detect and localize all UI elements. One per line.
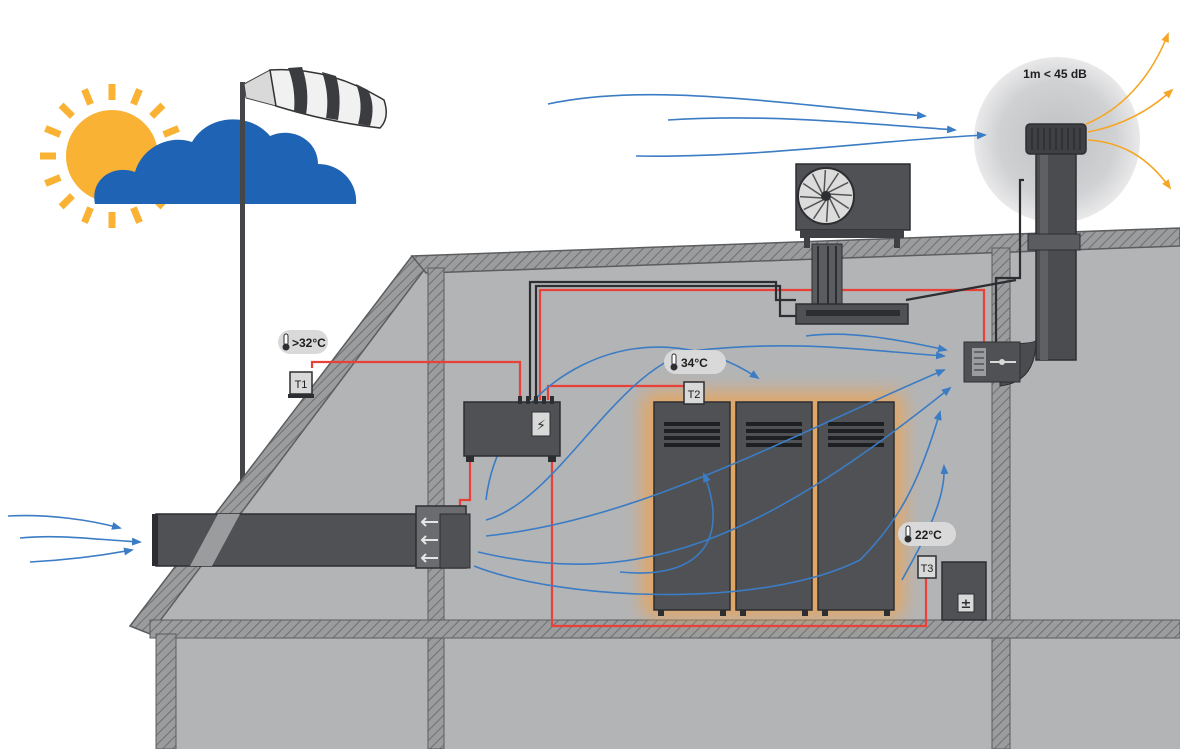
thermometer-icon: [904, 525, 912, 543]
floor-slab: [149, 619, 1180, 639]
sensor-t2-tag: T2: [688, 389, 701, 401]
sensor-t3-tag: T3: [921, 563, 934, 575]
server-racks: [653, 401, 895, 616]
power-unit-symbol: ±: [961, 597, 972, 612]
sensor-t1-temperature: >32°C: [292, 336, 326, 350]
sensor-t1-tag: T1: [295, 379, 308, 391]
wall-right: [991, 247, 1011, 749]
noise-zone-label: 1m < 45 dB: [1023, 67, 1087, 81]
control-box: ⚡: [463, 396, 561, 462]
lower-room-left: [176, 638, 428, 749]
windsock-icon: [240, 67, 387, 502]
roof-top: [410, 227, 1180, 274]
intake-damper-arrows: [420, 517, 438, 563]
sensor-t1: T1 >32°C: [278, 330, 328, 398]
exhaust-airflow-arrows: [1085, 32, 1174, 190]
power-unit: ±: [941, 561, 987, 621]
wall-outer-left: [155, 633, 177, 749]
fan-icon: [797, 167, 855, 225]
ac-outdoor-unit: [795, 163, 911, 307]
exhaust-damper: [963, 341, 1021, 383]
intake-duct: [152, 505, 471, 569]
sensor-t2-temperature: 34°C: [681, 356, 708, 370]
sensor-t3-temperature: 22°C: [915, 528, 942, 542]
sensor-t2: T2 34°C: [664, 350, 726, 405]
lower-room-middle: [444, 638, 992, 749]
sensor-t3: T3 22°C: [898, 522, 956, 579]
ac-indoor-unit: [795, 303, 909, 325]
lower-room-right: [1010, 638, 1180, 749]
intake-airflow-arrows: [7, 514, 142, 563]
sensor-wiring: [310, 178, 1024, 628]
cloud-icon: [94, 119, 357, 204]
outdoor-airflow-arrows: [547, 93, 987, 157]
thermometer-icon: [282, 333, 290, 351]
thermometer-icon: [670, 353, 678, 371]
control-box-symbol: ⚡: [536, 418, 546, 434]
